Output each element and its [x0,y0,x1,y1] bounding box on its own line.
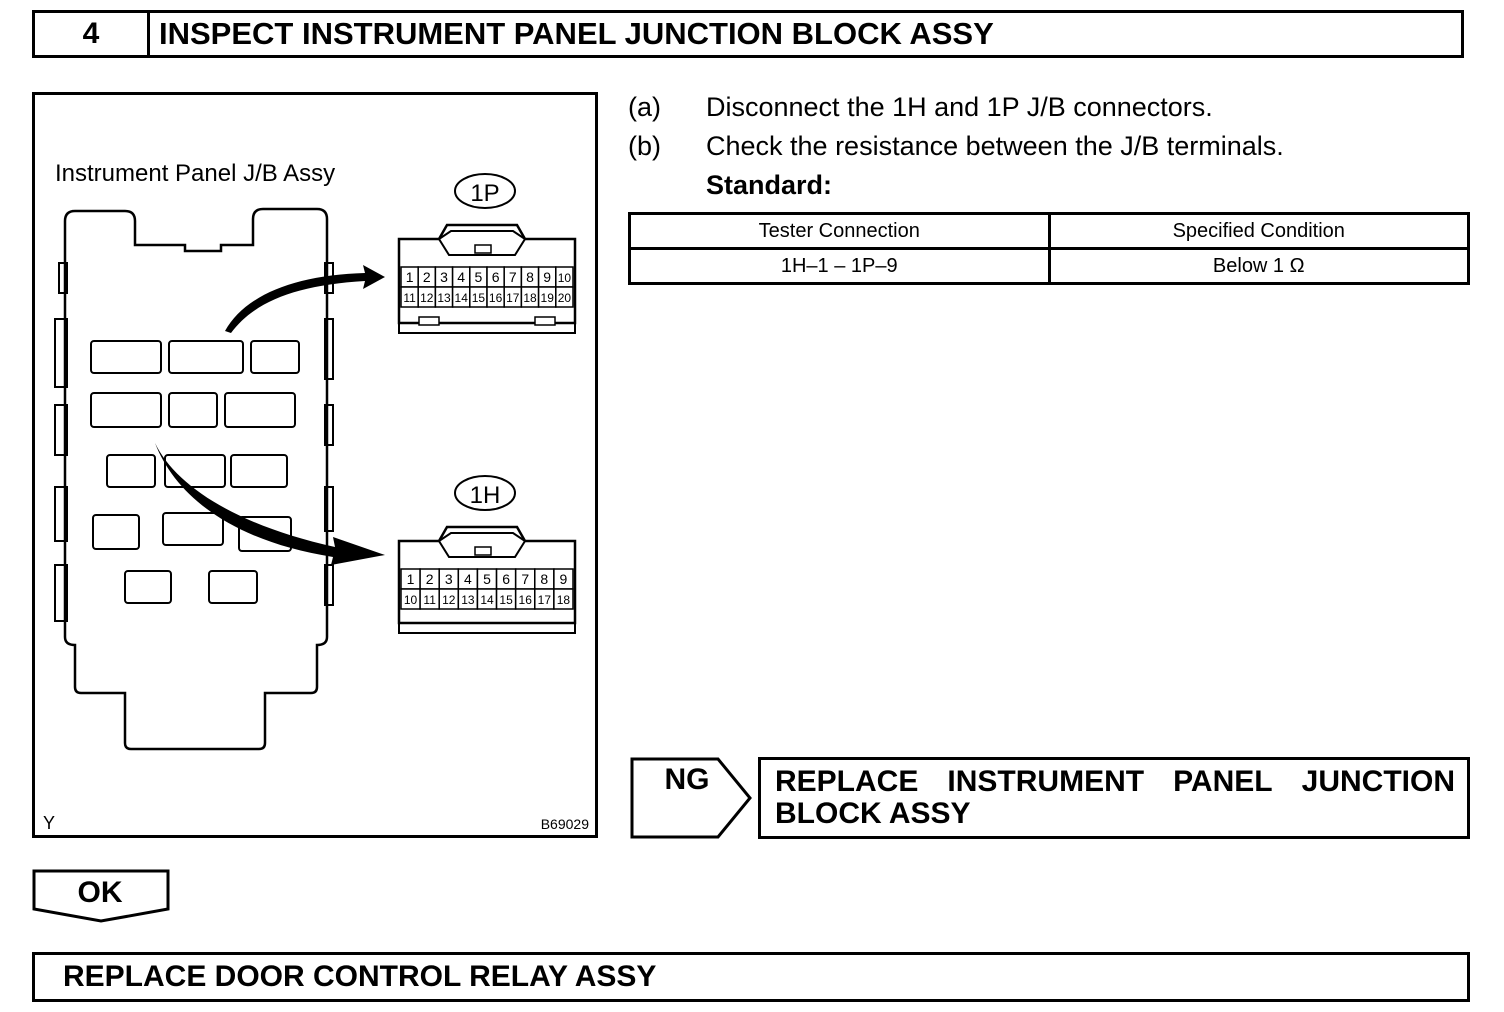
pin-number: 18 [557,593,571,607]
pin-number: 18 [523,291,537,305]
instruction-b-label: (b) [628,131,661,161]
ng-action-word: PANEL [1173,765,1273,798]
pin-number: 9 [543,269,551,285]
connector-1h-latch [437,532,527,558]
spec-table: Tester Connection Specified Condition 1H… [628,212,1470,285]
table-cell: Below 1 Ω [1047,247,1470,285]
step-number: 4 [35,13,150,55]
pin-cell [553,588,574,610]
pin-number: 7 [509,269,517,285]
pin-number: 15 [472,291,486,305]
table-header: Tester Connection [628,212,1051,250]
ok-tag-shape [32,869,170,923]
pin-number: 5 [483,571,491,587]
ng-tag-label: NG [664,763,710,796]
pin-number: 13 [461,593,475,607]
corner-mark: Y [43,813,55,833]
ok-action-box: REPLACE DOOR CONTROL RELAY ASSY [32,952,1470,1002]
pin-number: 14 [455,291,469,305]
ng-action-word: JUNCTION [1301,765,1455,798]
pin-number: 8 [526,269,534,285]
step-header: 4 INSPECT INSTRUMENT PANEL JUNCTION BLOC… [32,10,1464,58]
table-row: 1H–1 – 1P–9 Below 1 Ω [628,247,1470,285]
step-title: INSPECT INSTRUMENT PANEL JUNCTION BLOCK … [159,16,994,51]
ng-action-box: REPLACE INSTRUMENT PANEL JUNCTION BLOCK … [758,757,1470,839]
jb-label: Instrument Panel J/B Assy [55,160,335,187]
pin-number: 2 [426,571,434,587]
jb-slots [90,340,300,604]
pin-number: 20 [558,291,572,305]
ng-action-line1: REPLACE INSTRUMENT PANEL JUNCTION [775,766,1455,798]
ok-tag-label: OK [77,876,123,909]
pin-number: 9 [560,571,568,587]
connector-1h-label: 1H [470,482,501,509]
pin-number: 10 [558,271,572,285]
connector-1p-label-circle [454,173,516,209]
table-header: Specified Condition [1047,212,1470,250]
ng-tag-shape [630,757,752,839]
pin-number: 12 [420,291,434,305]
pointer-arrows [155,265,385,565]
pin-number: 2 [423,269,431,285]
pin-cell [555,286,574,308]
pin-number: 4 [457,269,465,285]
pin-number: 4 [464,571,472,587]
table-header-row: Tester Connection Specified Condition [628,212,1470,250]
figure-code: B69029 [541,816,589,832]
pin-number: 1 [406,269,414,285]
pin-number: 11 [403,291,416,305]
jb-side-tabs [54,262,334,622]
pin-number: 3 [440,269,448,285]
pin-number: 19 [541,291,555,305]
pin-number: 7 [521,571,529,587]
pin-number: 17 [538,593,552,607]
pin-number: 15 [499,593,513,607]
connector-1p-label: 1P [470,180,499,207]
pin-number: 8 [540,571,548,587]
pin-number: 14 [480,593,494,607]
jb-body-outline [63,207,329,751]
ng-action-word: INSTRUMENT [947,765,1145,798]
pin-number: 6 [492,269,500,285]
pin-number: 16 [519,593,533,607]
pin-number: 16 [489,291,503,305]
ng-action-word: REPLACE [775,765,919,798]
table-cell: 1H–1 – 1P–9 [628,247,1051,285]
pin-number: 6 [502,571,510,587]
pin-number: 1 [407,571,415,587]
pin-number: 11 [423,593,436,607]
pin-number: 10 [404,593,418,607]
instruction-b-text: Check the resistance between the J/B ter… [706,131,1284,161]
instruction-a-text: Disconnect the 1H and 1P J/B connectors. [706,92,1213,122]
pin-number: 5 [475,269,483,285]
pin-number: 12 [442,593,456,607]
pin-number: 13 [437,291,451,305]
connector-1h-label-circle [454,475,516,511]
ng-action-line2: BLOCK ASSY [775,797,971,830]
pin-number: 17 [506,291,520,305]
pin-number: 3 [445,571,453,587]
standard-label: Standard: [706,170,833,200]
instruction-a-label: (a) [628,92,661,122]
connector-1p-latch [437,230,527,256]
